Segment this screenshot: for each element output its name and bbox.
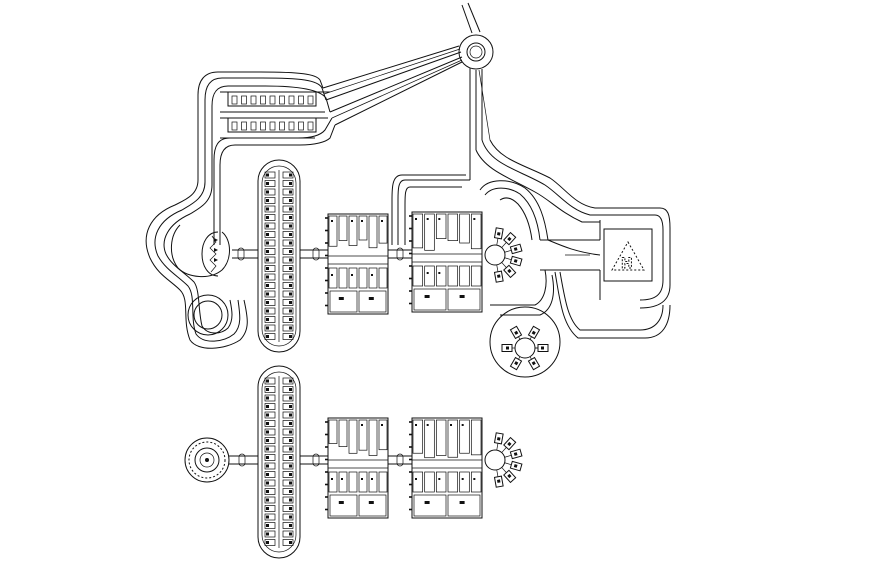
roundabout	[458, 34, 494, 70]
ward-block-upper	[257, 159, 301, 353]
ward-block-lower	[257, 365, 301, 559]
parking-lots	[227, 91, 317, 133]
road-network	[145, 2, 671, 349]
upper-hospital-complex	[201, 159, 523, 353]
helipad-letter: H	[621, 256, 633, 272]
lower-hospital-complex	[184, 365, 523, 559]
fan-wing-upper	[484, 227, 523, 283]
fan-wing-lower	[484, 432, 523, 488]
helipad: H	[603, 228, 653, 282]
circular-pavilion	[489, 306, 561, 378]
round-plaza	[184, 437, 230, 483]
